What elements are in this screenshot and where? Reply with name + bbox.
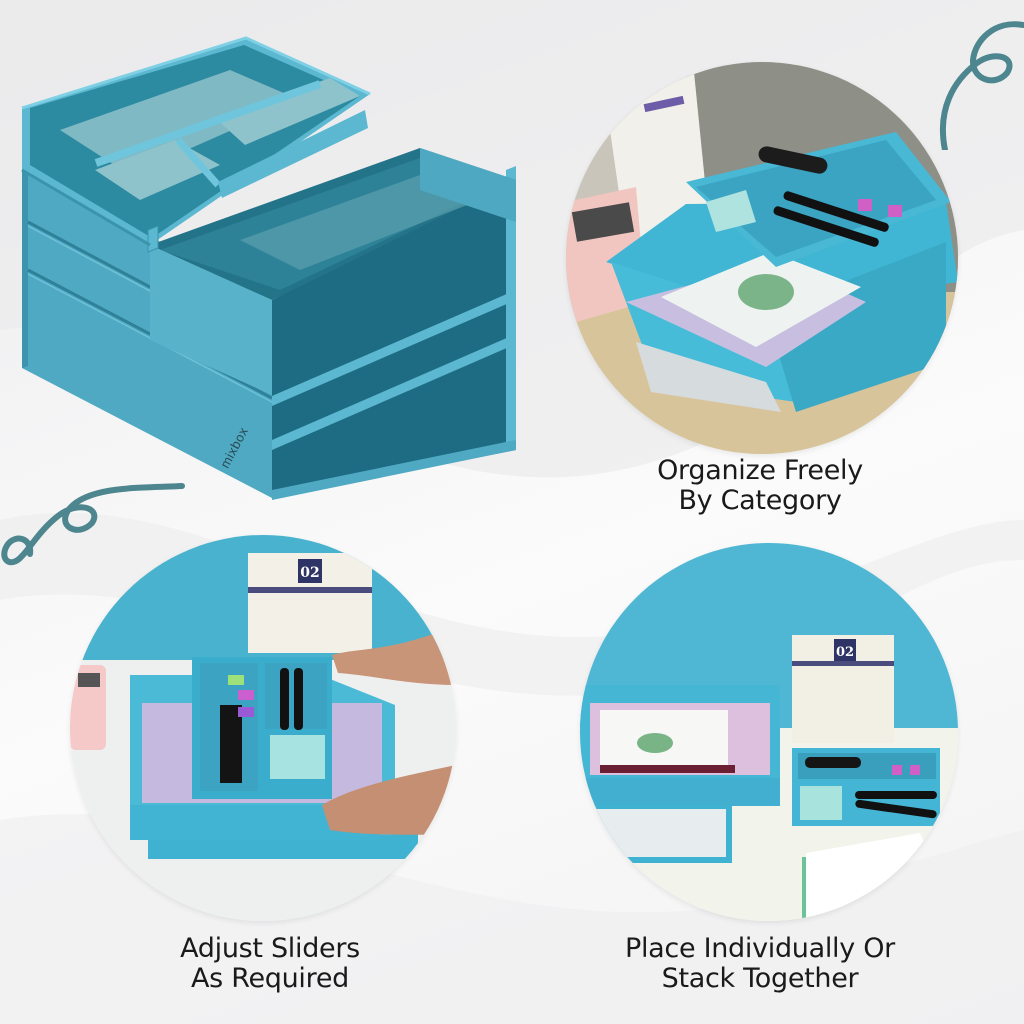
hero-product-image	[21, 36, 516, 500]
swirl-decoration-left	[1, 483, 185, 566]
feature-caption-line1: Place Individually Or	[625, 933, 895, 964]
feature-caption-line1: Organize Freely	[657, 455, 863, 486]
feature-caption-stack: Place Individually Or Stack Together	[598, 934, 922, 994]
feature-image-stack: 02	[580, 543, 958, 921]
feature-caption-line2: Stack Together	[661, 963, 859, 994]
feature-caption-line1: Adjust Sliders	[180, 933, 360, 964]
feature-image-sliders: 02	[70, 535, 456, 921]
feature-caption-organize: Organize Freely By Category	[600, 456, 920, 516]
feature-caption-sliders: Adjust Sliders As Required	[110, 934, 430, 994]
calendar-month: 02	[836, 645, 854, 660]
feature-caption-line2: As Required	[191, 963, 349, 994]
calendar-month: 02	[300, 565, 319, 581]
swirl-decoration-top-right	[939, 21, 1024, 150]
feature-image-organize	[566, 62, 958, 454]
feature-caption-line2: By Category	[678, 485, 842, 516]
